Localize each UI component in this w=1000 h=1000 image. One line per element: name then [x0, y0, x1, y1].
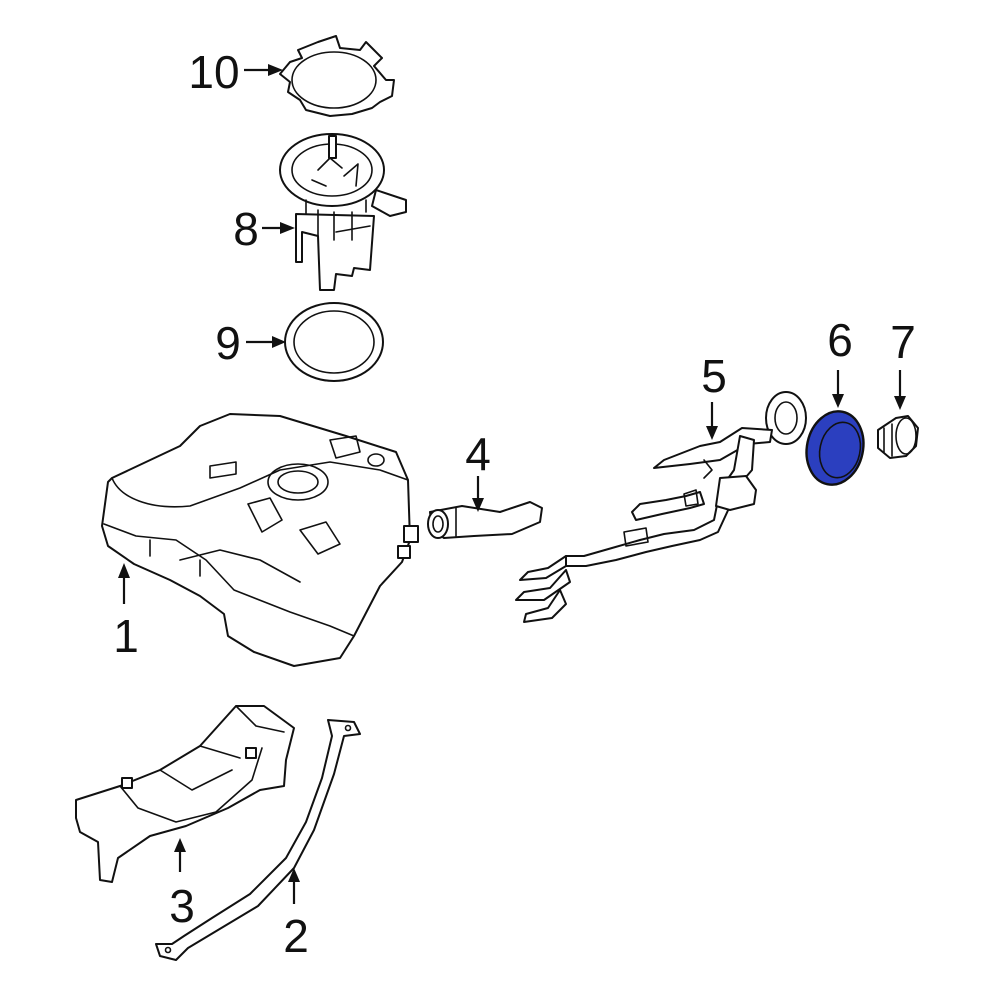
part-3-heat-shield[interactable]	[75, 705, 295, 883]
part-4-filler-hose[interactable]	[427, 501, 543, 539]
callout-1: 1	[113, 610, 139, 662]
callout-5: 5	[701, 350, 727, 402]
callout-9: 9	[215, 317, 241, 369]
callout-8: 8	[233, 203, 259, 255]
part-7-fuel-cap[interactable]	[877, 415, 919, 459]
callout-7: 7	[890, 316, 916, 368]
callout-4: 4	[465, 428, 491, 480]
part-2-strap[interactable]	[155, 719, 361, 961]
part-1-fuel-tank[interactable]	[101, 413, 419, 667]
part-8-fuel-pump[interactable]	[279, 133, 407, 291]
callout-3: 3	[169, 880, 195, 932]
part-5-filler-neck[interactable]	[515, 391, 807, 623]
part-6-gasket[interactable]	[800, 406, 870, 490]
callout-6: 6	[827, 314, 853, 366]
callout-leaders	[118, 64, 906, 904]
callout-2: 2	[283, 910, 309, 962]
callout-10: 10	[188, 46, 239, 98]
part-9-o-ring[interactable]	[284, 302, 384, 382]
part-10-lock-ring[interactable]	[279, 35, 395, 117]
